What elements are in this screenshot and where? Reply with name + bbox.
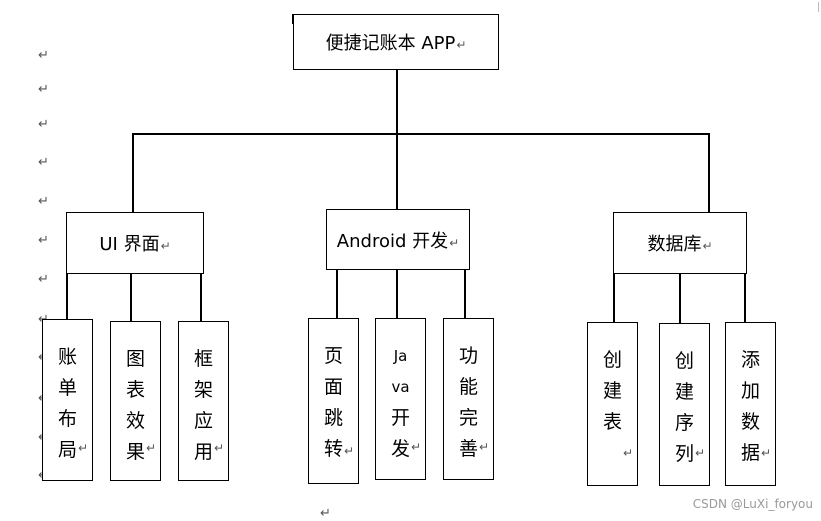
leaf-char: 建 [674,381,694,403]
leaf-char: 善 [458,438,478,460]
leaf-char: Ja [393,347,408,365]
leaf-char: 跳 [323,407,343,429]
leaf-char: 创 [602,349,622,371]
leaf-char: 框 [193,348,213,370]
corner-mark [292,14,293,24]
category-node-ui: UI 界面↵ [66,212,204,274]
leaf-char: 创 [674,350,694,372]
leaf-node: 添加数据↵ [725,322,776,486]
paragraph-mark: ↵ [343,444,354,458]
paragraph-mark: ↵ [456,38,467,52]
paragraph-mark: ↵ [410,440,421,454]
connector-line [708,133,710,213]
leaf-char: 序 [674,412,694,434]
connector-line [336,268,338,318]
text-cursor [818,2,819,12]
leaf-char: 列 [674,443,694,465]
leaf-node: 创建表↵ [587,322,638,486]
leaf-node: 功能完善↵ [443,318,494,480]
category-node-database: 数据库↵ [613,212,747,274]
paragraph-mark: ↵ [38,272,49,287]
leaf-char: 表 [602,411,622,433]
root-label: 便捷记账本 APP [325,33,456,54]
leaf-char: 开 [390,407,410,429]
paragraph-mark: ↵ [38,82,49,97]
paragraph-mark: ↵ [38,155,49,170]
connector-line [613,272,615,323]
paragraph-mark: ↵ [38,48,49,63]
connector-line [132,133,134,213]
connector-line [396,68,398,134]
connector-line [200,272,202,321]
leaf-char: 账 [57,346,77,368]
leaf-char: 数 [740,411,760,433]
leaf-char: 果 [125,441,145,463]
category-label: 数据库 [647,234,702,255]
paragraph-mark: ↵ [213,441,224,455]
paragraph-mark: ↵ [38,194,49,209]
paragraph-mark: ↵ [449,235,460,250]
watermark: CSDN @LuXi_foryou [692,497,813,511]
paragraph-mark: ↵ [622,446,633,460]
leaf-node: 账单布局↵ [42,319,93,481]
leaf-char: 布 [57,408,77,430]
paragraph-mark: ↵ [760,446,771,460]
leaf-char: 据 [740,442,760,464]
leaf-char: 加 [740,380,760,402]
connector-line [66,272,68,319]
leaf-char: 表 [125,379,145,401]
paragraph-mark: ↵ [694,446,705,460]
connector-line [679,272,681,323]
connector-line [396,268,398,318]
paragraph-mark: ↵ [320,506,331,521]
leaf-char: 发 [390,438,410,460]
leaf-char: 转 [323,438,343,460]
paragraph-mark: ↵ [160,239,171,253]
leaf-char: 面 [323,376,343,398]
category-label: Android 开发 [336,230,449,252]
paragraph-mark: ↵ [38,117,49,132]
connector-line [132,133,709,135]
connector-line [464,268,466,318]
category-node-android: Android 开发↵ [326,209,470,270]
paragraph-mark: ↵ [77,441,88,455]
leaf-node: 创建序列↵ [659,323,710,486]
leaf-char: 能 [458,376,478,398]
leaf-char: 架 [193,379,213,401]
paragraph-mark: ↵ [702,239,713,253]
paragraph-mark: ↵ [478,440,489,454]
leaf-char: 页 [323,345,343,367]
leaf-char: 完 [458,407,478,429]
leaf-char: 建 [602,380,622,402]
connector-line [744,272,746,323]
leaf-char: 局 [57,439,77,461]
leaf-node: 图表效果↵ [110,321,161,481]
leaf-char: 图 [125,348,145,370]
root-node: 便捷记账本 APP↵ [293,14,499,70]
leaf-char: 效 [125,410,145,432]
paragraph-mark: ↵ [38,233,49,248]
paragraph-mark: ↵ [145,441,156,455]
leaf-char: 应 [193,410,213,432]
leaf-char: 功 [458,345,478,367]
leaf-node: 框架应用↵ [178,321,229,481]
connector-line [130,272,132,321]
leaf-node: Ja va 开发↵ [375,318,426,480]
category-label: UI 界面 [99,234,160,255]
leaf-char: 添 [740,349,760,371]
leaf-char: 用 [193,441,213,463]
connector-line [396,133,398,209]
leaf-node: 页面跳转↵ [308,318,359,484]
leaf-char: 单 [57,377,77,399]
leaf-char: va [391,378,410,396]
